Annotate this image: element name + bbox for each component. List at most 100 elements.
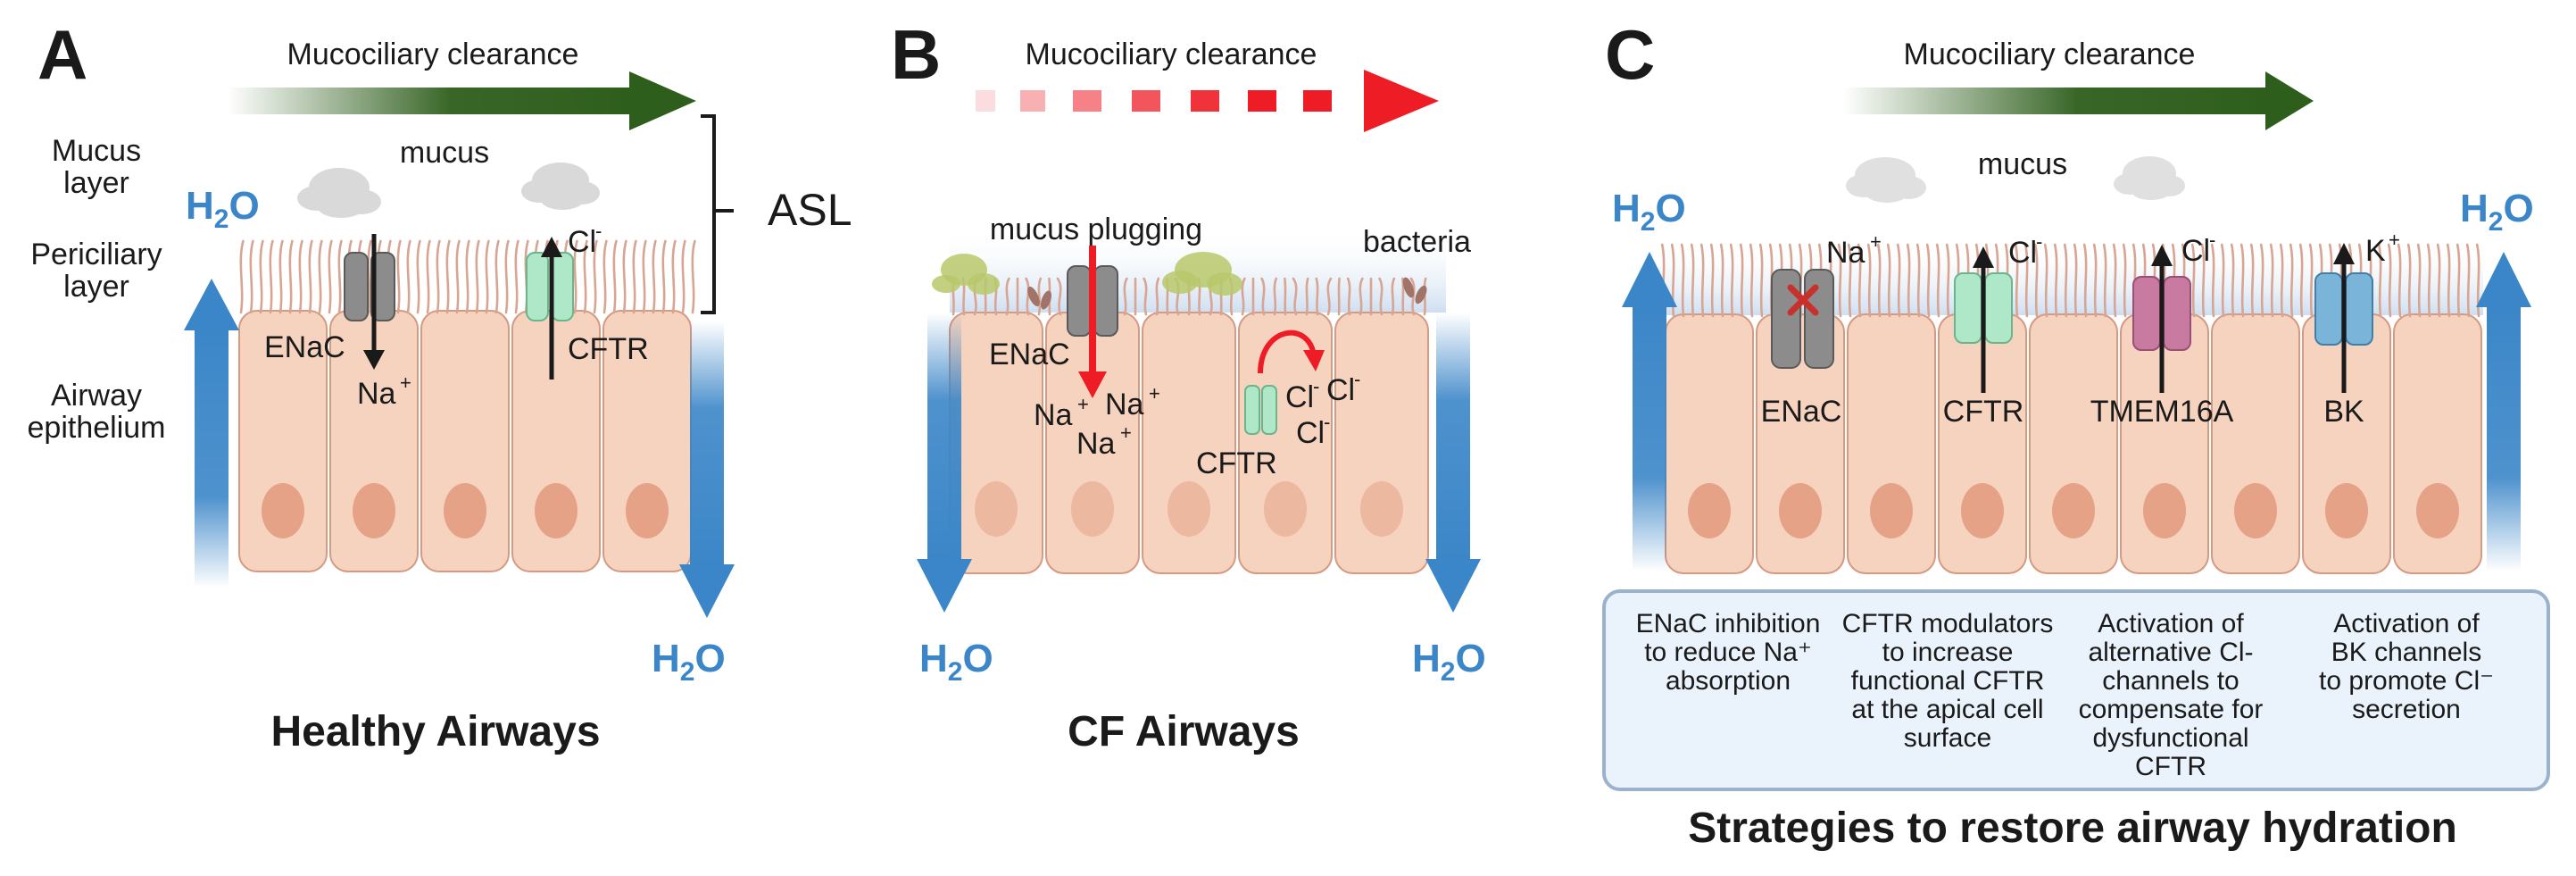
panel-a-cl-charge: - <box>595 220 602 242</box>
panel-a-h2o-out: H2O <box>652 637 726 687</box>
cilium <box>2073 243 2078 318</box>
water-out-left-arrow <box>917 313 972 613</box>
panel-c-bk-label: BK <box>2323 395 2364 429</box>
panel-c-cftr-label: CFTR <box>1943 395 2024 429</box>
cilium <box>485 239 490 314</box>
cilium <box>2426 243 2431 318</box>
panel-c-mucus-label: mucus <box>1978 147 2067 181</box>
cl-secretion-arrow <box>541 237 562 380</box>
cilium <box>1739 243 1744 318</box>
water-in-right-arrow <box>2476 252 2531 571</box>
water-out-right-arrow <box>1425 313 1481 613</box>
panel-a-cl-label: Cl <box>568 225 596 259</box>
strategy-line: channels to <box>2102 666 2239 696</box>
panel-a-mucus-label: mucus <box>400 136 489 170</box>
cilium <box>2122 243 2127 318</box>
cilium <box>1401 277 1405 316</box>
panel-c-k-label: K <box>2365 234 2386 268</box>
cilium <box>1719 243 1724 318</box>
strategy-line: surface <box>1904 723 1991 753</box>
cilium <box>436 239 441 314</box>
cilium <box>661 239 667 314</box>
panel-b-clearance-label: Mucociliary clearance <box>1026 38 1317 71</box>
tmem16a-cl-secretion-arrow <box>2151 245 2173 393</box>
epithelium-cells <box>238 310 692 572</box>
mucus-cloud-icon <box>2114 156 2185 200</box>
cilium <box>1155 277 1160 316</box>
cilium <box>2239 243 2245 318</box>
cilium <box>259 239 264 314</box>
panel-c-k-charge: + <box>2389 229 2400 251</box>
panel-c: C Mucociliary clearance mucus Na + ENaC <box>1602 15 2550 852</box>
cilium <box>1260 277 1266 316</box>
cilium <box>1699 243 1705 318</box>
cilium <box>2298 243 2304 318</box>
panel-b-cftr-label: CFTR <box>1196 446 1277 480</box>
mucus-cloud-icon <box>297 168 381 218</box>
panel-b-cl-3: Cl <box>1296 416 1325 450</box>
panel-b-na-1-charge: + <box>1077 393 1089 415</box>
cell-nucleus <box>262 483 304 538</box>
cilium <box>1729 243 1734 318</box>
epithelium-cells <box>949 312 1429 574</box>
strategy-line: to promote Cl⁻ <box>2319 666 2494 696</box>
cilium <box>494 239 500 314</box>
cilium <box>1837 243 1842 318</box>
cilium <box>1292 277 1298 316</box>
panel-a-enac-label: ENaC <box>264 330 345 364</box>
panel-a-clearance-label: Mucociliary clearance <box>287 38 579 71</box>
panel-a-h2o-in: H2O <box>186 184 260 234</box>
cilium <box>1670 243 1675 318</box>
panel-b-title: CF Airways <box>1068 708 1300 755</box>
cilium <box>2220 243 2225 318</box>
panel-a-na-label: Na <box>357 377 396 411</box>
cell-nucleus <box>2325 483 2368 538</box>
bk-k-secretion-arrow <box>2333 243 2355 393</box>
cilium <box>269 239 274 314</box>
cilium <box>1391 277 1396 316</box>
strategy-line: compensate for <box>2079 695 2264 724</box>
cell-nucleus <box>353 483 395 538</box>
cilium <box>328 239 333 314</box>
cilium <box>2308 243 2314 318</box>
cilium <box>1886 243 1891 318</box>
cilium <box>1925 243 1931 318</box>
cilium <box>1906 243 1911 318</box>
cilium <box>2053 243 2058 318</box>
cilium <box>1284 277 1287 316</box>
cilium <box>2210 243 2215 318</box>
cilium <box>1359 277 1364 316</box>
strategy-line: alternative Cl- <box>2088 638 2253 667</box>
cilium <box>2092 243 2098 318</box>
cilium <box>2406 243 2412 318</box>
strategies-box <box>1602 589 2550 791</box>
panel-b-cl-2-charge: - <box>1354 368 1360 390</box>
cilium <box>426 239 431 314</box>
cilium <box>2102 243 2107 318</box>
cilium <box>1378 277 1384 316</box>
cilium <box>2279 243 2284 318</box>
epithelium-label-2: epithelium <box>28 411 166 445</box>
panel-b-letter: B <box>891 15 941 94</box>
mucus-layer-label-1: Mucus <box>52 134 141 168</box>
strategy-line: to reduce Na⁺ <box>1644 638 1812 667</box>
cell-nucleus <box>2234 483 2277 538</box>
epithelial-cell <box>420 310 510 572</box>
cilium <box>1680 243 1685 318</box>
cilium <box>465 239 470 314</box>
panel-c-cl-1: Cl <box>2008 236 2037 270</box>
panel-c-title: Strategies to restore airway hydration <box>1688 805 2457 852</box>
cilium <box>406 239 411 314</box>
dysfunctional-cftr-icon <box>1244 385 1277 435</box>
cilium <box>2269 243 2274 318</box>
cilium <box>612 239 618 314</box>
epithelial-cell <box>1847 313 1936 574</box>
cilium <box>2200 243 2206 318</box>
panel-c-letter: C <box>1605 15 1655 94</box>
panel-c-clearance-arrow <box>1843 71 2314 130</box>
cilium <box>337 239 343 314</box>
inhibition-cross-icon <box>1787 284 1819 316</box>
panel-b-h2o-right: H2O <box>1412 637 1486 687</box>
cilium <box>2289 243 2294 318</box>
strategy-line: Activation of <box>2333 609 2480 638</box>
